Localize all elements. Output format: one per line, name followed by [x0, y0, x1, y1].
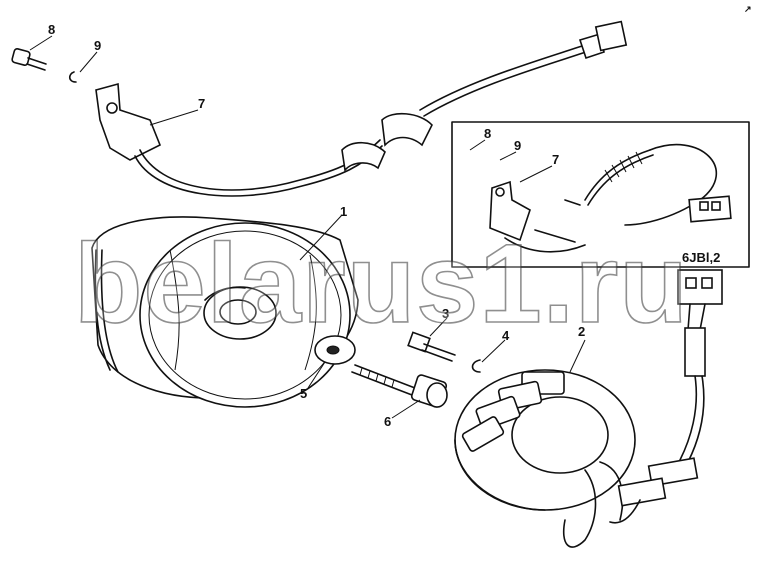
callout-6: 6 — [384, 414, 391, 429]
callout-9: 9 — [94, 38, 101, 53]
circlip-4 — [471, 359, 481, 373]
callout-8: 8 — [48, 22, 55, 37]
leader-lines — [29, 35, 586, 419]
bolt-3 — [407, 331, 456, 362]
callout-2: 2 — [578, 324, 585, 339]
callout-7: 7 — [198, 96, 205, 111]
flywheel-rotor — [91, 216, 359, 408]
callout-5: 5 — [300, 386, 307, 401]
inset-callout-9: 9 — [514, 138, 521, 153]
callout-1: 1 — [340, 204, 347, 219]
inset-model-label: 6JBl,2 — [682, 250, 720, 265]
bolt-6 — [351, 364, 448, 408]
corner-mark: ↗ — [744, 4, 752, 14]
inset-callout-7: 7 — [552, 152, 559, 167]
screw-8 — [11, 48, 47, 71]
callout-3: 3 — [442, 306, 449, 321]
washer-9 — [68, 71, 77, 83]
inset-callout-8: 8 — [484, 126, 491, 141]
pickup-coil-harness — [95, 20, 628, 197]
callout-4: 4 — [502, 328, 510, 343]
watermark-text: belarus1.ru — [74, 221, 689, 346]
washer-5 — [314, 335, 356, 365]
connector-right — [609, 269, 723, 524]
callout-labels: 1 2 3 4 5 6 7 8 9 7 8 9 6JBl,2 ↗ — [48, 4, 752, 429]
stator-coil — [454, 369, 636, 548]
inset-detail-box — [451, 121, 750, 268]
